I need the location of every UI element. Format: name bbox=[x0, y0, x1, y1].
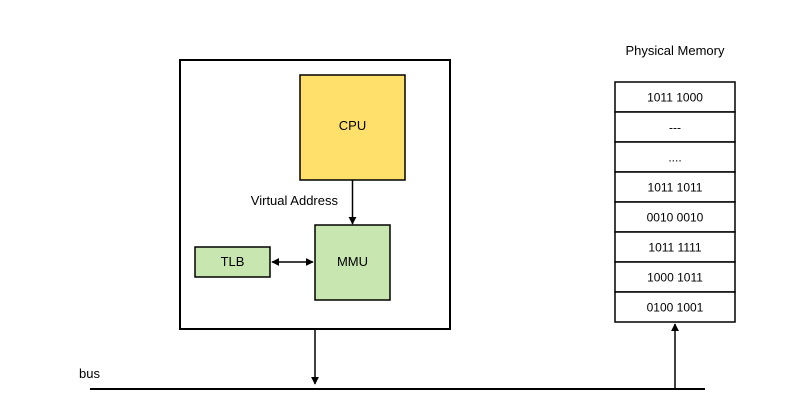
memory-cell bbox=[614, 111, 736, 143]
memory-cell bbox=[614, 231, 736, 263]
tlb-label: TLB bbox=[221, 254, 245, 269]
memory-cell-value: 0100 1001 bbox=[647, 301, 704, 315]
memory-cell-value: 1011 1111 bbox=[648, 241, 701, 255]
memory-cell-value: 0010 0010 bbox=[647, 211, 704, 225]
memory-cell bbox=[614, 261, 736, 293]
bus-label: bus bbox=[79, 366, 100, 381]
memory-table: 1011 1000 ---.... 1011 1011 0010 0010 1011 1… bbox=[614, 81, 736, 323]
tlb-box bbox=[194, 246, 271, 278]
memory-cell bbox=[614, 81, 736, 113]
memory-cell bbox=[614, 171, 736, 203]
memory-title: Physical Memory bbox=[626, 43, 725, 58]
memory-cell-value: .... bbox=[668, 151, 681, 165]
cpu-label: CPU bbox=[339, 118, 366, 133]
mmu-label: MMU bbox=[337, 254, 368, 269]
mmu-box bbox=[314, 224, 391, 301]
memory-cell-value: 1000 1011 bbox=[647, 271, 703, 285]
memory-cell bbox=[614, 141, 736, 173]
memory-cell-value: --- bbox=[669, 121, 681, 135]
memory-cell bbox=[614, 201, 736, 233]
virtual-address-label: Virtual Address bbox=[251, 193, 339, 208]
memory-cell-value: 1011 1011 bbox=[648, 181, 703, 195]
memory-cell-value: 1011 1000 bbox=[647, 91, 703, 105]
cpu-box bbox=[299, 74, 406, 181]
memory-cell bbox=[614, 291, 736, 323]
